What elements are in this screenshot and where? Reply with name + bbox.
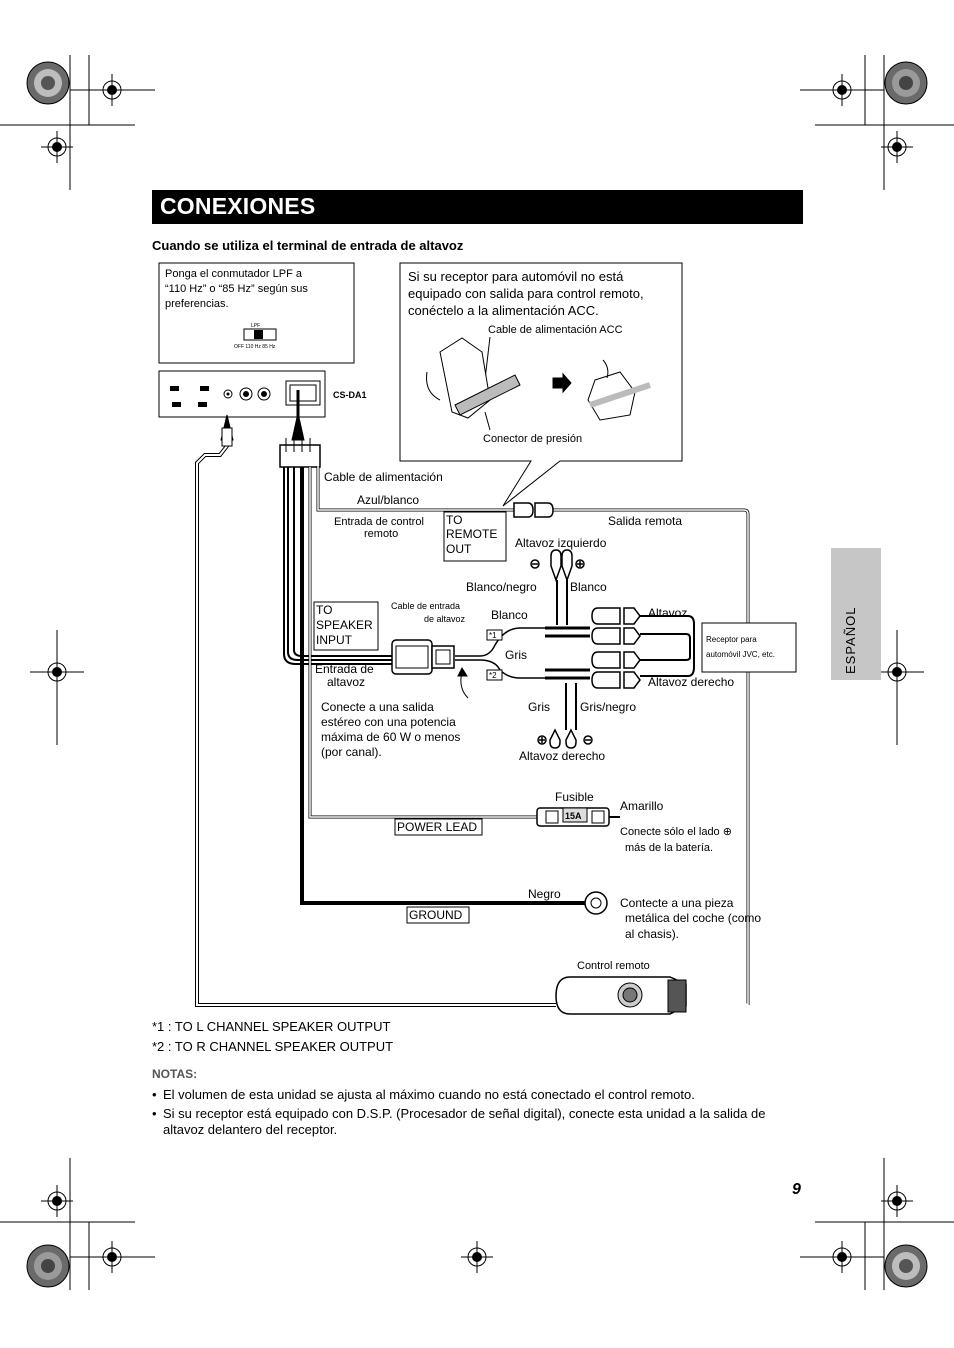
to-speaker-input-1: TO bbox=[316, 603, 332, 617]
star2-label: *2 bbox=[489, 671, 497, 680]
to-remote-out-2: REMOTE bbox=[446, 527, 497, 541]
speaker-input-label-1: Entrada de bbox=[315, 662, 374, 676]
receiver-line-1: Receptor para bbox=[706, 635, 757, 644]
to-speaker-input-3: INPUT bbox=[316, 633, 353, 647]
ground-terminal-icon bbox=[584, 891, 608, 915]
section-heading: Cuando se utiliza el terminal de entrada… bbox=[152, 238, 464, 253]
press-connector-label: Conector de presión bbox=[483, 433, 582, 445]
note-2-text: Si su receptor está equipado con D.S.P. … bbox=[163, 1106, 766, 1137]
title-bar: CONEXIONES bbox=[152, 190, 803, 224]
chassis-note-1: Contecte a una pieza bbox=[620, 896, 734, 910]
lpf-callout: Ponga el conmutador LPF a “110 Hz” o “85… bbox=[158, 262, 355, 364]
remote-control-icon bbox=[555, 976, 687, 1015]
lpf-line-2: “110 Hz” o “85 Hz” según sus bbox=[165, 283, 308, 295]
fuse-label: Fusible bbox=[555, 790, 594, 804]
right-speaker-label: Altavoz derecho bbox=[519, 749, 605, 763]
gray-bottom-label: Gris bbox=[528, 700, 550, 714]
gray-black-label: Gris/negro bbox=[580, 700, 636, 714]
white-top-label: Blanco bbox=[570, 580, 607, 594]
lpf-switch-positions: OFF 110 Hz 85 Hz bbox=[234, 344, 276, 350]
lpf-switch-icon bbox=[243, 328, 277, 341]
language-tab: ESPAÑOL bbox=[831, 548, 881, 680]
fuse-icon bbox=[536, 807, 610, 827]
acc-cable-label: Cable de alimentación ACC bbox=[488, 324, 623, 336]
yellow-label: Amarillo bbox=[620, 799, 664, 813]
page-number: 9 bbox=[792, 1181, 801, 1198]
lpf-line-1: Ponga el conmutador LPF a bbox=[165, 268, 303, 280]
gray-label: Gris bbox=[505, 648, 527, 662]
connect-note-4: (por canal). bbox=[321, 745, 382, 759]
lpf-line-3: preferencias. bbox=[165, 298, 229, 310]
remote-output-label: Salida remota bbox=[608, 514, 682, 528]
remote-control-label: Control remoto bbox=[577, 960, 650, 972]
footnote-1: *1 : TO L CHANNEL SPEAKER OUTPUT bbox=[152, 1019, 390, 1034]
star1-label: *1 bbox=[489, 631, 497, 640]
speaker-input-connector bbox=[391, 639, 469, 699]
battery-note-2: más de la batería. bbox=[625, 842, 713, 854]
notes-title: NOTAS: bbox=[152, 1067, 198, 1081]
remote-connector bbox=[513, 502, 554, 518]
white-mid-label: Blanco bbox=[491, 608, 528, 622]
ground-label: GROUND bbox=[409, 908, 463, 922]
footnote-1-text: : TO L CHANNEL SPEAKER OUTPUT bbox=[167, 1019, 391, 1034]
blue-white-label: Azul/blanco bbox=[357, 493, 419, 507]
to-remote-out-3: OUT bbox=[446, 542, 472, 556]
right-speaker-out-label: Altavoz derecho bbox=[648, 675, 734, 689]
white-black-label: Blanco/negro bbox=[466, 580, 537, 594]
lpf-switch-label: LPF bbox=[251, 323, 260, 329]
power-cable-label: Cable de alimentación bbox=[324, 470, 443, 484]
to-remote-out-1: TO bbox=[446, 513, 462, 527]
page-title: CONEXIONES bbox=[160, 193, 316, 219]
acc-line-2: equipado con salida para control remoto, bbox=[408, 286, 644, 301]
connect-note-2: estéreo con una potencia bbox=[321, 715, 456, 729]
receiver-line-2: automóvil JVC, etc. bbox=[706, 650, 775, 659]
battery-note-1: Conecte sólo el lado ⊕ bbox=[620, 826, 732, 838]
speaker-connectors bbox=[530, 549, 641, 749]
acc-callout: Si su receptor para automóvil no está eq… bbox=[399, 262, 683, 507]
speaker-input-cable-label-1: Cable de entrada bbox=[391, 601, 460, 611]
chassis-note-3: al chasis). bbox=[625, 927, 679, 941]
crosshair-icon bbox=[41, 74, 913, 1273]
acc-line-1: Si su receptor para automóvil no está bbox=[408, 269, 624, 284]
black-label: Negro bbox=[528, 887, 561, 901]
speaker-input-cable-label-2: de altavoz bbox=[424, 614, 466, 624]
footnote-1-mark: *1 bbox=[152, 1019, 165, 1034]
connect-note-1: Conecte a una salida bbox=[321, 700, 434, 714]
remote-input-label-2: remoto bbox=[364, 528, 398, 540]
to-speaker-input-2: SPEAKER bbox=[316, 618, 373, 632]
receiver-box bbox=[701, 622, 797, 673]
chassis-note-2: metálica del coche (como bbox=[625, 911, 761, 925]
cs-da1-unit: CS-DA1 bbox=[158, 370, 367, 418]
acc-line-3: conéctelo a la alimentación ACC. bbox=[408, 303, 599, 318]
speaker-input-label-2: altavoz bbox=[327, 675, 365, 689]
note-1-text: El volumen de esta unidad se ajusta al m… bbox=[163, 1087, 695, 1102]
footnote-2: *2 : TO R CHANNEL SPEAKER OUTPUT bbox=[152, 1039, 393, 1054]
fuse-rating: 15A bbox=[565, 811, 582, 821]
footnote-2-mark: *2 bbox=[152, 1039, 165, 1054]
color-wheel-icon bbox=[26, 61, 928, 1288]
unit-model: CS-DA1 bbox=[333, 390, 367, 400]
connect-note-3: máxima de 60 W o menos bbox=[321, 730, 460, 744]
press-connector-illustration bbox=[426, 336, 651, 431]
speaker-label: Altavoz bbox=[648, 606, 687, 620]
power-lead-label: POWER LEAD bbox=[397, 820, 477, 834]
footnote-2-text: : TO R CHANNEL SPEAKER OUTPUT bbox=[167, 1039, 394, 1054]
left-speaker-label: Altavoz izquierdo bbox=[515, 536, 607, 550]
remote-input-label-1: Entrada de control bbox=[334, 516, 424, 528]
